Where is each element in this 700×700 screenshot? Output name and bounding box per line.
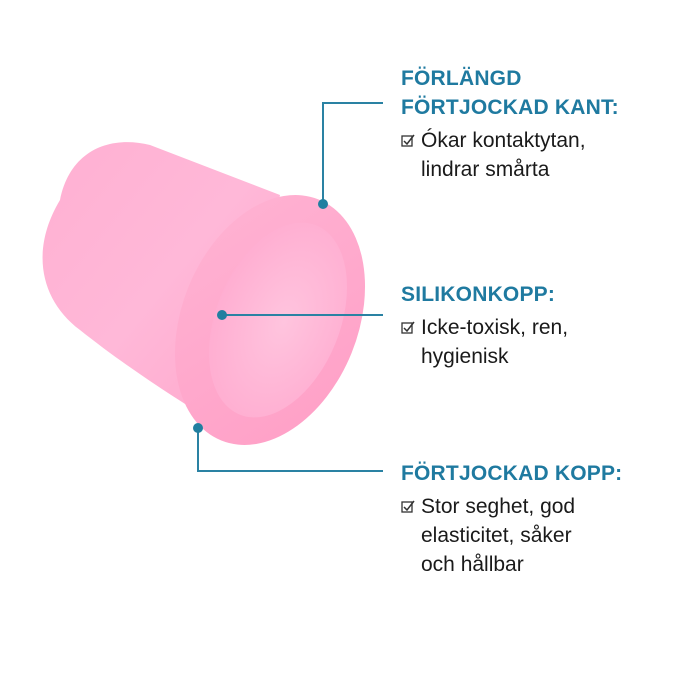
cup-opening [208, 222, 348, 418]
callout-thickened-cup: FÖRTJOCKAD KOPP: Stor seghet, god elasti… [401, 459, 622, 579]
feature-text: Ókar kontaktytan, lindrar smårta [421, 129, 586, 181]
callout-heading: FÖRTJOCKAD KANT: [401, 96, 619, 119]
callout-dot-silicone [217, 310, 227, 320]
callout-silicone-cup: SILIKONKOPP: Icke-toxisk, ren, hygienisk [401, 280, 568, 371]
callout-extended-rim: FÖRLÄNGD FÖRTJOCKAD KANT: Ókar kontaktyt… [401, 64, 619, 184]
checkbox-checked-icon [401, 321, 415, 334]
callout-heading: FÖRLÄNGD [401, 67, 522, 90]
feature-item: Icke-toxisk, ren, hygienisk [401, 313, 568, 371]
callout-heading: FÖRTJOCKAD KOPP: [401, 462, 623, 485]
checkbox-checked-icon [401, 500, 415, 513]
callout-line-thick [197, 428, 383, 472]
callout-line-rim [322, 102, 383, 204]
feature-item: Stor seghet, god elasticitet, såker och … [401, 492, 622, 579]
feature-text: Stor seghet, god elasticitet, såker och … [421, 495, 576, 576]
feature-item: Ókar kontaktytan, lindrar smårta [401, 126, 619, 184]
callout-dot-rim [318, 199, 328, 209]
checkbox-checked-icon [401, 134, 415, 147]
feature-text: Icke-toxisk, ren, hygienisk [421, 316, 569, 368]
callout-dot-thick [193, 423, 203, 433]
callout-heading: SILIKONKOPP: [401, 283, 556, 306]
